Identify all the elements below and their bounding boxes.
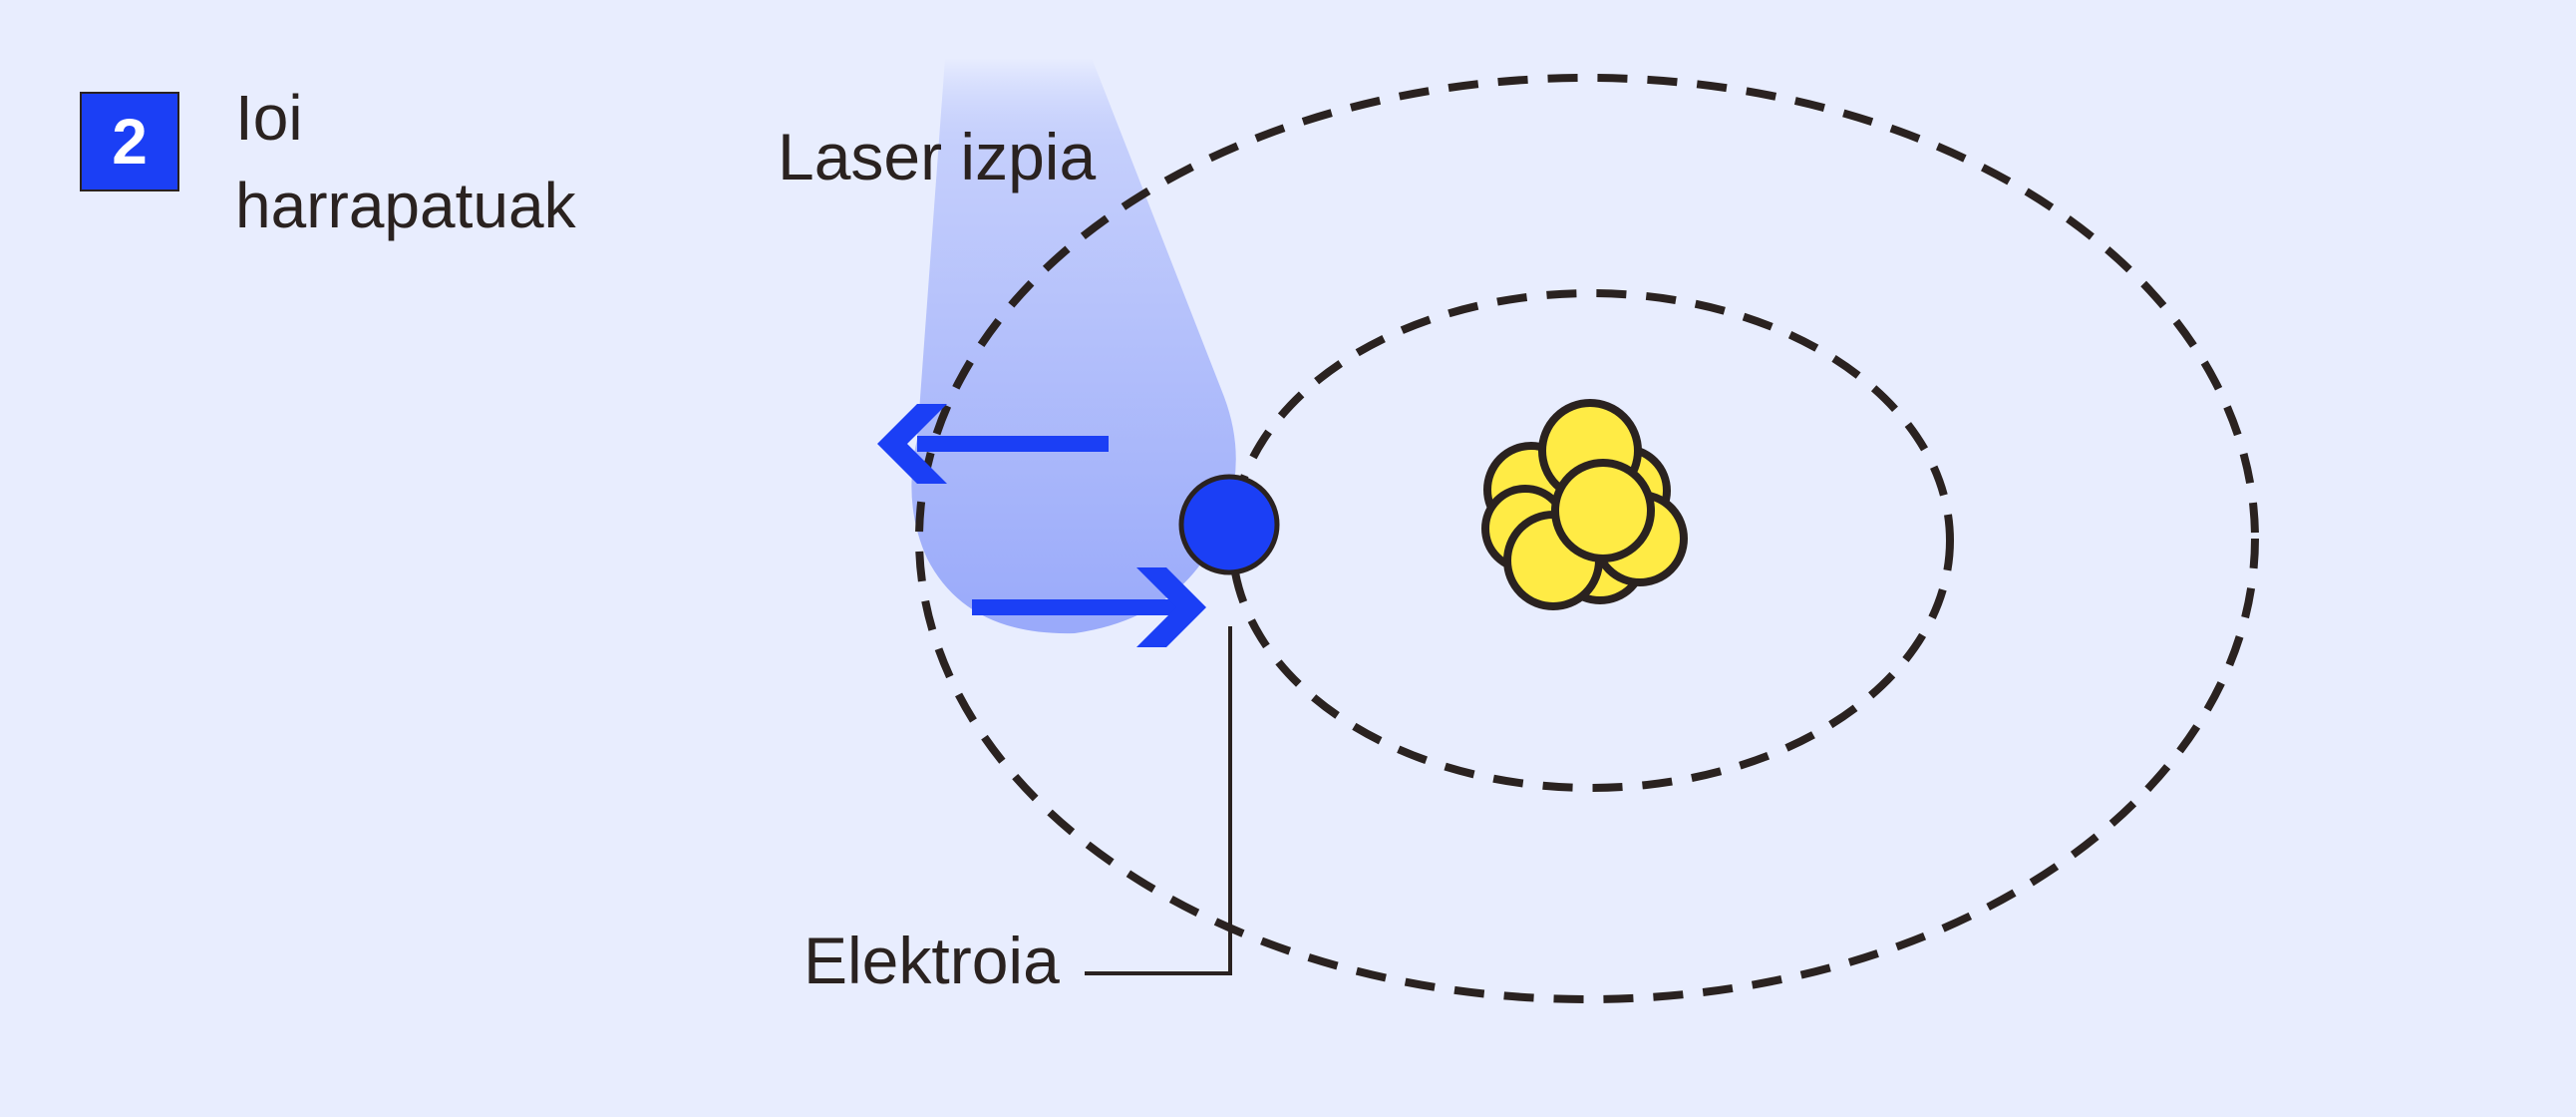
outer-orbit xyxy=(915,74,2259,1003)
step-number: 2 xyxy=(112,106,148,178)
electron xyxy=(1178,474,1280,575)
nucleus xyxy=(1481,399,1688,610)
electron-label: Elektroia xyxy=(804,924,1060,997)
arrow-left-icon xyxy=(877,404,1109,484)
electron-pointer-line xyxy=(1085,626,1232,975)
step-title: Ioi harrapatuak xyxy=(235,82,576,241)
laser-beam-label: Laser izpia xyxy=(778,120,1097,193)
arrow-right-icon xyxy=(972,567,1206,647)
laser-beam xyxy=(911,58,1236,634)
step-number-badge: 2 xyxy=(80,92,179,191)
